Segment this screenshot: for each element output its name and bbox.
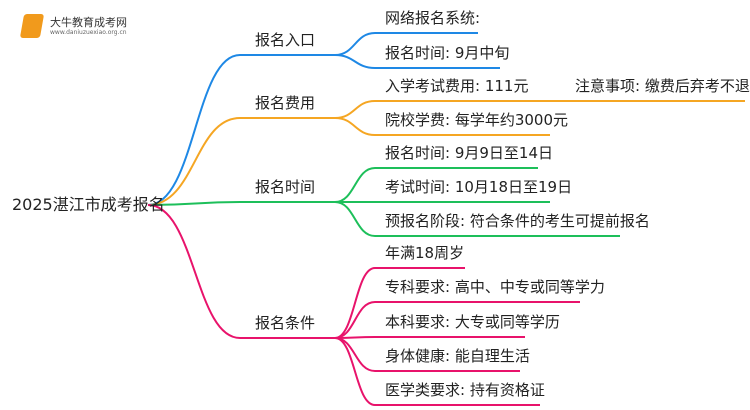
branch-connector xyxy=(147,204,335,339)
logo: 大牛教育成考网 www.daniuzuexiao.org.cn xyxy=(19,14,127,38)
leaf-node[interactable]: 报名时间: 9月中旬 xyxy=(385,44,510,62)
root-node[interactable]: 2025湛江市成考报名 xyxy=(12,195,165,214)
branch-node[interactable]: 报名入口 xyxy=(255,31,316,49)
leaf-node[interactable]: 年满18周岁 xyxy=(385,244,465,262)
leaf-node[interactable]: 网络报名系统: xyxy=(385,9,481,27)
leaf-connector xyxy=(334,201,620,237)
branch-connector xyxy=(147,54,335,206)
leaf-node[interactable]: 医学类要求: 持有资格证 xyxy=(385,381,545,399)
branch-connector xyxy=(147,201,335,206)
leaf-node[interactable]: 本科要求: 大专或同等学历 xyxy=(385,313,560,331)
leaf-connector xyxy=(334,337,540,406)
leaf-node[interactable]: 预报名阶段: 符合条件的考生可提前报名 xyxy=(385,212,650,230)
leaf-connector xyxy=(334,54,500,69)
leaf-connector xyxy=(334,117,550,136)
branch-node[interactable]: 报名条件 xyxy=(255,314,316,332)
note-node[interactable]: 注意事项: 缴费后弃考不退费 xyxy=(575,77,750,95)
leaf-connector xyxy=(334,267,465,339)
book-logo-icon xyxy=(19,14,45,38)
branch-connector xyxy=(147,117,335,206)
logo-url: www.daniuzuexiao.org.cn xyxy=(50,29,127,36)
logo-name: 大牛教育成考网 xyxy=(50,16,127,29)
leaf-connector xyxy=(334,32,478,56)
leaf-connector xyxy=(334,336,525,339)
leaf-node[interactable]: 入学考试费用: 111元 xyxy=(385,77,529,95)
leaf-node[interactable]: 院校学费: 每学年约3000元 xyxy=(385,111,568,129)
branch-node[interactable]: 报名时间 xyxy=(255,178,316,196)
leaf-connector xyxy=(334,100,745,119)
leaf-node[interactable]: 身体健康: 能自理生活 xyxy=(385,347,530,365)
branch-node[interactable]: 报名费用 xyxy=(255,94,316,112)
leaf-node[interactable]: 报名时间: 9月9日至14日 xyxy=(385,144,553,162)
leaf-connector xyxy=(334,301,580,339)
leaf-node[interactable]: 专科要求: 高中、中专或同等学力 xyxy=(385,278,605,296)
leaf-connector xyxy=(334,167,538,203)
leaf-node[interactable]: 考试时间: 10月18日至19日 xyxy=(385,178,573,196)
